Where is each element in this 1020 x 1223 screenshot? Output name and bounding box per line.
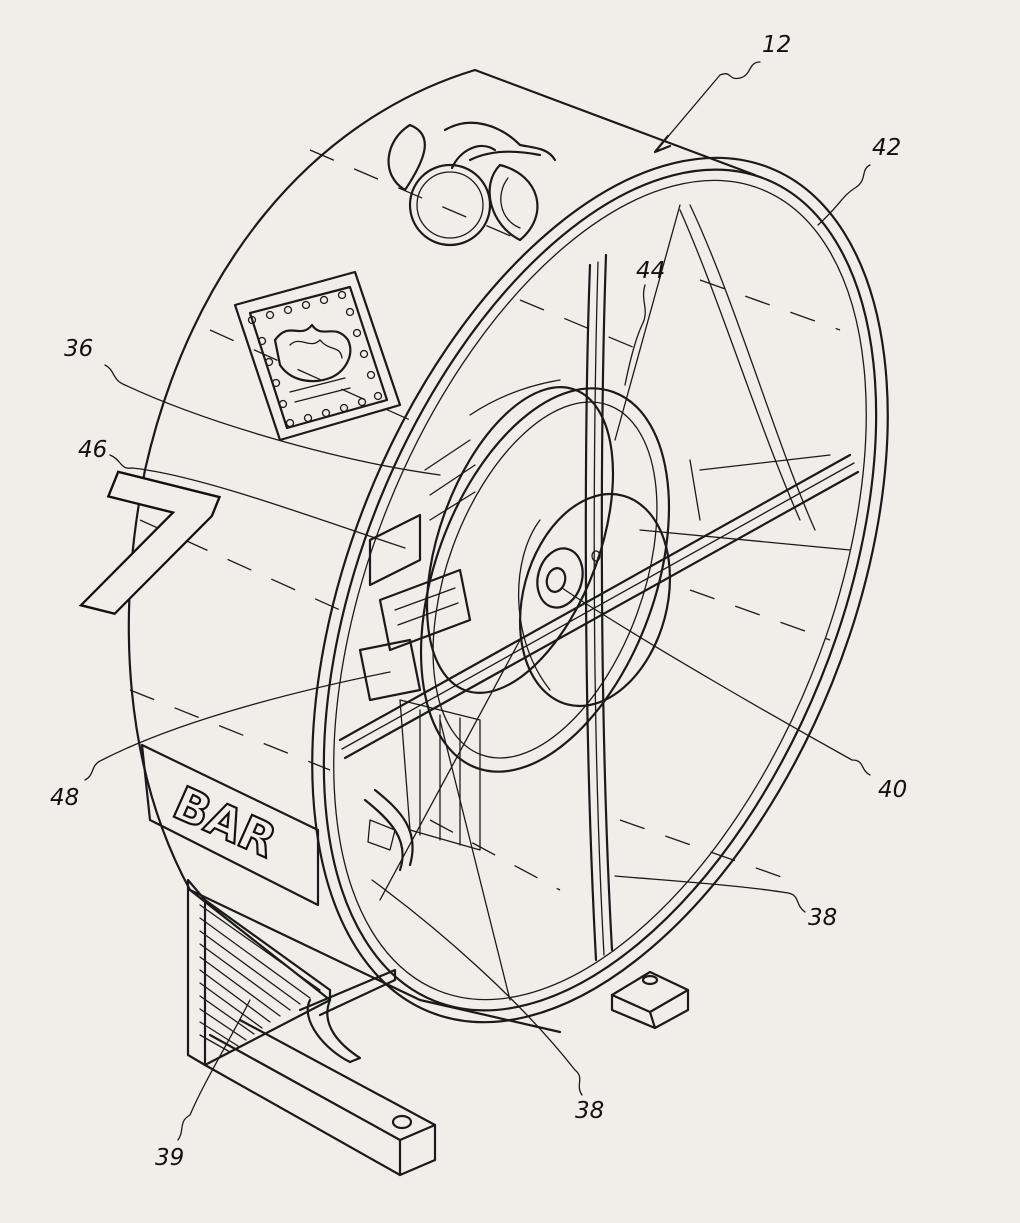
right-mounting-block: [610, 970, 690, 1030]
ref-36: 36: [64, 336, 93, 362]
rim-spokes: [338, 204, 860, 1001]
seven-symbol-text: 7: [36, 434, 248, 673]
ref-39: 39: [155, 1145, 184, 1171]
ref-38-right: 38: [808, 905, 837, 931]
seven-symbol: 7: [35, 433, 249, 674]
ref-44: 44: [636, 258, 665, 284]
front-rim: [311, 156, 889, 1024]
ref-12: 12: [762, 32, 791, 58]
drum-shading: [129, 149, 841, 891]
wild-symbol: [233, 270, 402, 442]
leader-lines: [84, 61, 871, 1141]
wild-symbol-dots: [247, 290, 383, 428]
ref-38-bottom: 38: [575, 1098, 604, 1124]
reel-drum: [127, 68, 841, 1034]
bar-symbol-text: BAR: [166, 776, 285, 868]
ref-40: 40: [878, 777, 907, 803]
cherries-symbol: [387, 121, 557, 247]
bar-symbol: BAR: [140, 743, 320, 907]
ref-42: 42: [872, 135, 901, 161]
reel-hub: [419, 386, 672, 773]
reel-motor-assembly: [358, 379, 561, 872]
mounting-bracket: [186, 878, 437, 1177]
ref-46: 46: [78, 437, 107, 463]
reference-numerals: 12 42 44 36 46 48 40 38 38 39: [50, 32, 907, 1171]
ref-48: 48: [50, 785, 79, 811]
